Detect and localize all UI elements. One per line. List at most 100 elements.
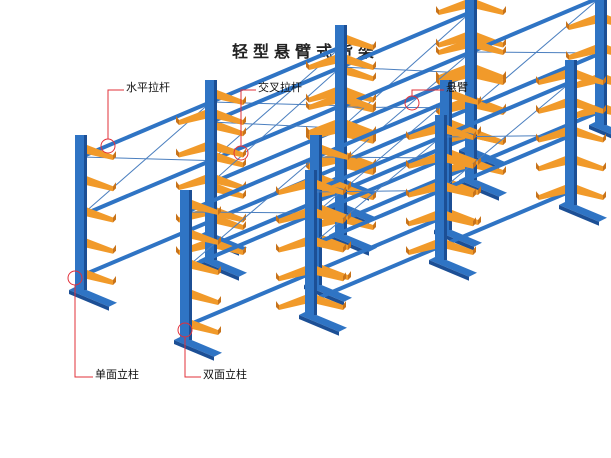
back-run-double-2-arm-right-0-0 <box>347 95 373 110</box>
back-run-single-arm-right-1-4-tip <box>243 221 246 230</box>
front-run-double-arm-left-1-2-tip <box>406 188 409 198</box>
back-run-double-arm-left-0-1 <box>179 142 205 158</box>
back-run-double-arm-left-0-1-tip <box>176 148 179 158</box>
front-run-double-arm-right-1-2 <box>447 182 473 198</box>
front-run-double-arm-left-2-2-tip <box>536 133 539 143</box>
front-run-single-column-base-0-edge <box>174 340 214 361</box>
back-run-double-2-column-base-1 <box>459 176 507 197</box>
label-cantilever-arm: 悬臂 <box>446 81 468 94</box>
back-run-double-arm-right-2-1-tip <box>503 38 506 48</box>
back-run-double-arm-left-0-3-tip <box>176 213 179 223</box>
back-run-double-arm-right-0-0 <box>217 110 243 125</box>
back-run-single-arm-right-1-0-tip <box>243 96 246 105</box>
front-run-double-arm-left-2-4 <box>539 185 565 200</box>
back-run-double-2-arm-right-1-4-tip <box>503 166 506 175</box>
front-run-single-arm-right-1-1-tip <box>348 181 351 190</box>
back-run-double-2-arm-left-2-2 <box>569 45 595 60</box>
back-run-double-column-0-shade <box>214 100 217 260</box>
front-run-single-arm-right-0-1 <box>192 230 218 245</box>
back-run-single-arm-right-1-2-tip <box>243 158 246 168</box>
back-run-double-2-column-1-shade <box>474 30 477 180</box>
back-run-single-arm-right-2-4-tip <box>373 166 376 175</box>
front-run-single-horizontal-brace-top-0 <box>185 155 317 214</box>
front-run-double-arm-right-0-4-tip <box>343 301 346 310</box>
back-run-double-2-arm-right-2-2 <box>607 45 611 55</box>
back-run-single-arm-right-0-4-tip <box>113 276 116 285</box>
back-run-double-2-arm-left-2-2-tip <box>566 51 569 60</box>
front-run-double-arm-right-2-0-tip <box>603 76 606 85</box>
back-run-double-arm-left-0-2-tip <box>176 181 179 190</box>
back-run-single-arm-right-0-1 <box>87 176 113 192</box>
back-run-double-2-arm-left-2-1 <box>569 15 595 30</box>
front-run-double-arm-right-0-0 <box>317 180 343 195</box>
back-run-single-arm-right-2-0 <box>347 35 373 50</box>
front-run-single-column-base-0 <box>174 336 222 357</box>
front-run-double-arm-left-0-2 <box>279 237 305 253</box>
back-run-double-arm-left-2-2 <box>439 65 465 80</box>
back-run-double-2-column-base-0 <box>329 231 377 252</box>
front-run-double-arm-right-0-2 <box>317 237 343 253</box>
back-run-double-arm-right-0-1-tip <box>243 148 246 158</box>
back-run-double-arm-left-2-0-tip <box>436 6 439 15</box>
front-run-single-cross-brace-b-0 <box>185 156 317 269</box>
back-run-single-arm-right-1-1-tip <box>243 127 246 137</box>
front-run-double-horizontal-brace-low-1 <box>440 189 572 248</box>
front-run-double-arm-left-2-1-tip <box>536 104 539 114</box>
back-run-double-arm-left-2-1-tip <box>436 38 439 48</box>
front-run-double-arm-right-0-3-tip <box>343 272 346 282</box>
back-run-single-arm-right-2-1 <box>347 66 373 82</box>
back-run-double-2-cross-brace-b-1 <box>470 0 599 109</box>
back-run-double-arm-left-0-4-tip <box>176 246 179 255</box>
front-run-single-arm-right-0-2 <box>192 260 218 275</box>
back-run-single-horizontal-brace-top-0 <box>80 100 212 159</box>
callout-line-cross-bar <box>240 89 256 146</box>
back-run-single-column-base-0-edge <box>69 290 109 311</box>
front-run-double-column-base-0 <box>299 311 347 332</box>
callout-line-horizontal-bar <box>107 89 124 139</box>
front-run-double-arm-right-0-1 <box>317 208 343 224</box>
front-run-single-horizontal-brace-mid-0 <box>185 211 317 270</box>
front-run-double-arm-left-1-0 <box>409 125 435 140</box>
front-run-single-arm-right-0-0-tip <box>218 206 221 215</box>
label-single-column: 单面立柱 <box>95 368 139 381</box>
callout-line-cantilever-arm <box>411 89 444 96</box>
back-run-single-arm-right-2-0-tip <box>373 41 376 50</box>
front-run-double-arm-right-0-4 <box>317 295 343 310</box>
back-run-single-arm-right-0-0 <box>87 145 113 160</box>
front-run-double-horizontal-brace-mid-0 <box>310 188 442 248</box>
back-run-double-arm-right-1-1-tip <box>373 93 376 103</box>
back-run-single-arm-right-2-1-tip <box>373 72 376 82</box>
back-run-double-2-arm-right-0-2 <box>347 155 373 170</box>
front-run-double-arm-left-0-4 <box>279 295 305 310</box>
front-run-double-arm-right-0-3 <box>317 266 343 282</box>
front-run-double-arm-right-1-0 <box>447 125 473 140</box>
back-run-double-2-arm-left-2-1-tip <box>566 21 569 30</box>
back-run-double-2-horizontal-brace-top-1 <box>470 0 600 54</box>
front-run-single-horizontal-brace-top-1 <box>315 100 447 159</box>
front-run-single-arm-right-2-0 <box>452 90 478 105</box>
front-run-double-horizontal-brace-low-0 <box>310 244 442 303</box>
back-run-single-arm-right-1-4 <box>217 215 243 230</box>
back-run-double-arm-right-2-0 <box>477 0 503 15</box>
front-run-double-arm-right-1-2-tip <box>473 188 476 198</box>
front-run-single-arm-right-2-4-tip <box>478 216 481 225</box>
front-run-single-arm-right-0-4 <box>192 320 218 335</box>
back-run-double-2-arm-right-1-0-tip <box>503 46 506 55</box>
front-run-double-arm-right-0-2-tip <box>343 243 346 253</box>
back-run-double-cross-brace-b-0 <box>210 66 342 184</box>
front-run-double-arm-left-1-0-tip <box>406 131 409 140</box>
back-run-double-arm-left-1-2 <box>309 120 335 135</box>
back-run-double-cross-brace-b-1 <box>340 11 472 129</box>
back-run-double-2-arm-right-1-0 <box>477 40 503 55</box>
front-run-double-horizontal-brace-mid-1 <box>440 133 572 193</box>
front-run-single-arm-right-0-1-tip <box>218 236 221 245</box>
front-run-single-arm-right-2-3-tip <box>478 186 481 195</box>
back-run-double-2-arm-left-1-1-tip <box>436 76 439 85</box>
front-run-double-arm-right-2-0 <box>577 70 603 85</box>
back-run-double-2-arm-left-1-0 <box>439 40 465 55</box>
front-run-double-arm-left-1-2 <box>409 182 435 198</box>
front-run-double-column-2-shade <box>574 60 577 205</box>
front-run-double-arm-left-0-3 <box>279 266 305 282</box>
back-run-double-arm-right-0-1 <box>217 142 243 158</box>
